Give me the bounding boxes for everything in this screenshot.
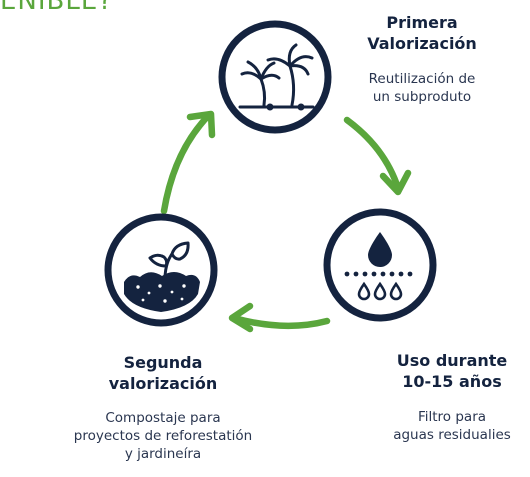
stage-3-title: Segunda valorización [28, 352, 298, 394]
stage-circle-3 [104, 213, 218, 327]
stage-1-title-line-2: Valorización [367, 34, 477, 53]
arrow-stage3-to-stage1 [160, 111, 213, 215]
stage-2-title-line-2: 10-15 años [402, 372, 502, 391]
stage-3-desc-line-2: proyectos de reforestatión [73, 428, 253, 444]
stage-2-desc-line-1: Filtro para [417, 409, 487, 425]
stage-1-label: Primera Valorización Reutilización de un… [342, 12, 502, 106]
sprout-soil-icon [124, 241, 200, 312]
stage-2-label: Uso durante 10-15 años Filtro para aguas… [372, 350, 530, 444]
stage-2-title-line-1: Uso durante [396, 351, 508, 370]
stage-1-desc-line-2: un subproduto [372, 89, 472, 105]
page-headline: ENIBLE? [0, 0, 113, 16]
stage-3-description: Compostaje para proyectos de reforestati… [28, 409, 298, 463]
stage-2-title: Uso durante 10-15 años [372, 350, 530, 392]
stage-1-title-line-1: Primera [386, 13, 458, 32]
arrow-head-1 [379, 169, 412, 196]
water-filter-icon [344, 232, 413, 301]
arrow-stage2-to-stage3 [230, 314, 331, 330]
stage-circle-2 [323, 208, 437, 322]
stage-3-desc-line-3: y jardineíra [124, 446, 202, 462]
stage-3-title-line-2: valorización [108, 374, 218, 393]
arrow-head-2 [228, 302, 254, 333]
stage-3-label: Segunda valorización Compostaje para pro… [28, 352, 298, 463]
stage-2-description: Filtro para aguas residualies [372, 408, 530, 444]
stage-3-desc-line-1: Compostaje para [105, 410, 221, 426]
stage-3-title-line-1: Segunda [123, 353, 203, 372]
headline-text: ENIBLE? [0, 0, 114, 16]
stage-2-desc-line-2: aguas residualies [393, 427, 511, 443]
stage-1-title: Primera Valorización [342, 12, 502, 54]
palm-coconuts [266, 103, 305, 111]
stage-1-description: Reutilización de un subproduto [342, 70, 502, 106]
stage-1-desc-line-1: Reutilización de [368, 71, 476, 87]
arrow-head-3 [186, 110, 216, 139]
cycle-arrows [160, 110, 412, 333]
palm-trees-icon [238, 43, 315, 109]
stage-circle-1 [218, 20, 332, 134]
arrow-stage1-to-stage2 [343, 116, 402, 192]
